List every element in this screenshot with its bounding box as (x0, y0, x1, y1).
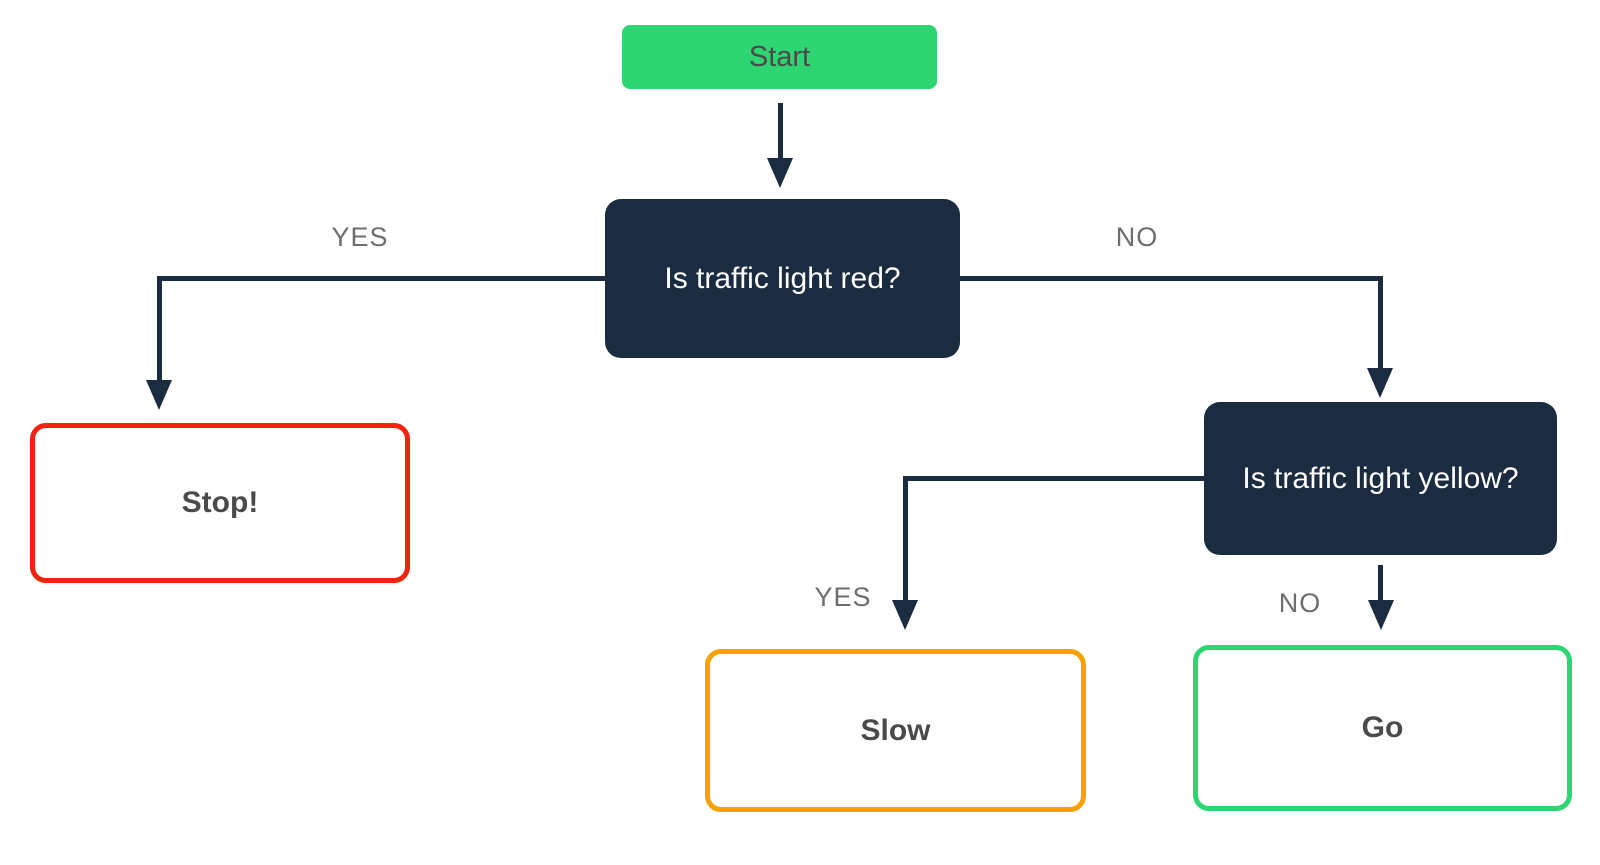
edge-is-red-no-arrowhead-icon (1367, 368, 1393, 398)
edge-is-yellow-no-vline (1378, 565, 1383, 600)
edge-is-red-no-hline (960, 276, 1383, 281)
edge-label-is-yellow-yes: YES (814, 582, 872, 612)
node-slow: Slow (705, 649, 1086, 812)
edge-start-to-is-red-line (778, 103, 783, 158)
edge-is-yellow-yes-hline (903, 476, 1204, 481)
edge-is-yellow-no-arrowhead-icon (1368, 600, 1394, 630)
edge-is-red-no-vline (1378, 276, 1383, 368)
edge-start-to-is-red-arrowhead-icon (767, 158, 793, 188)
node-decision-is-red: Is traffic light red? (605, 199, 960, 358)
edge-is-red-yes-arrowhead-icon (146, 380, 172, 410)
node-decision-is-yellow: Is traffic light yellow? (1204, 402, 1557, 555)
edge-is-yellow-yes-arrowhead-icon (892, 600, 918, 630)
edge-label-is-red-yes: YES (331, 222, 389, 252)
node-start: Start (622, 25, 937, 89)
node-go: Go (1193, 645, 1572, 811)
edge-is-red-yes-vline (157, 276, 162, 380)
edge-label-is-yellow-no: NO (1278, 588, 1322, 618)
node-stop: Stop! (30, 423, 410, 583)
edge-is-red-yes-hline (157, 276, 605, 281)
edge-label-is-red-no: NO (1115, 222, 1159, 252)
edge-is-yellow-yes-vline (903, 476, 908, 600)
